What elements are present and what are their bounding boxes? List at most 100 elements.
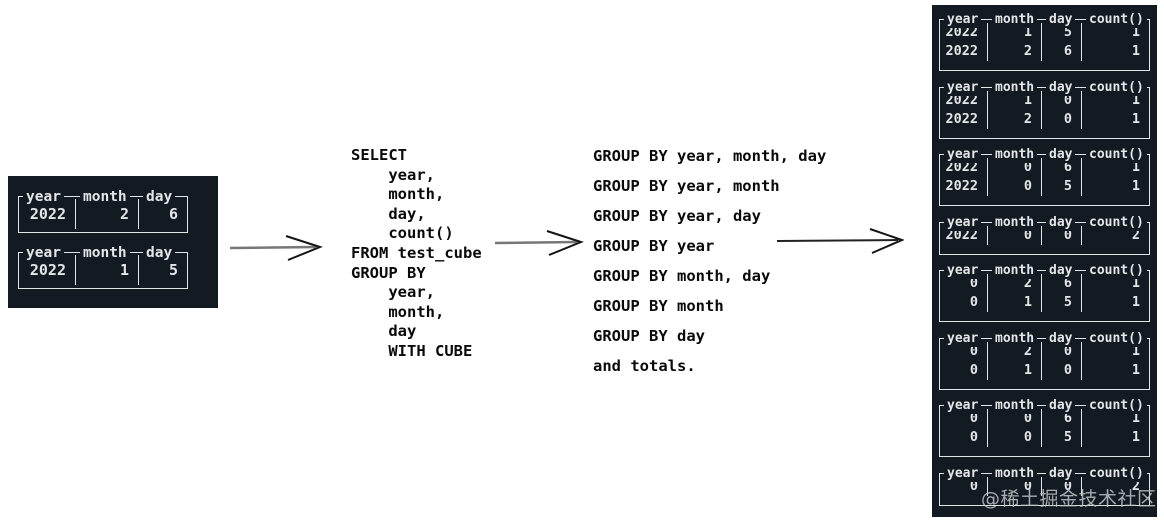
table-cell: 6 [1042,409,1082,429]
table-cell: 6 [1042,274,1082,294]
column-header: day [1046,263,1076,280]
watermark: @稀土掘金技术社区 [981,488,1157,510]
table-cell: 2022 [940,225,988,245]
table-cell: 2 [988,42,1042,61]
column-header: year [944,214,982,231]
column-header: day [143,189,176,205]
table-cell: 2 [988,109,1042,129]
table-cell: 0 [940,274,988,294]
groupby-line: GROUP BY year, month [593,177,780,195]
table-cell: 1 [1131,275,1140,292]
table-cell: 1 [988,23,1042,42]
arrow-right-icon [494,230,584,256]
table-cell: 0 [1042,341,1082,361]
column-header: month [992,12,1038,28]
table-cell: 1 [1131,410,1140,427]
column-header: month [992,147,1038,164]
table-cell: 0 [988,409,1042,429]
column-header: day [1046,79,1076,96]
table-cell: 2022 [940,109,988,129]
table-cell: 0 [940,476,988,496]
column-header: count() [1086,330,1147,347]
table-cell: 2 [1131,226,1140,243]
table-cell: 1 [1131,43,1140,59]
table-header-row: year month day count() [940,12,1149,28]
groupby-line: GROUP BY month [593,297,724,315]
table-cell: 2022 [940,158,988,178]
table-cell: 2022 [940,90,988,110]
table-cell: 1 [1131,342,1140,359]
table-header-row: year month day count() [940,398,1149,415]
column-header: month [992,79,1038,96]
table-cell: 0 [988,158,1042,178]
column-header: count() [1086,79,1147,96]
arrow-right-icon [229,235,323,261]
column-header: count() [1086,147,1147,164]
table-cell: 6 [1042,158,1082,178]
column-header: year [944,398,982,415]
table-cell: 6 [1042,42,1082,61]
table-cell: 2022 [19,199,76,229]
column-header: day [1046,12,1076,28]
column-header: day [1046,214,1076,231]
table-cell: 5 [168,261,178,279]
table-cell: 2022 [19,255,76,285]
table-cell: 0 [940,341,988,361]
column-header: day [1046,465,1076,482]
groupby-line: GROUP BY day [593,327,705,345]
table-cell: 1 [988,293,1042,313]
table-cell: 2 [1131,477,1140,494]
table-cell: 5 [1042,177,1082,197]
column-header: count() [1086,263,1147,280]
column-header: year [944,79,982,96]
table-cell: 5 [1042,23,1082,42]
groupby-line: GROUP BY year, month, day [593,147,827,165]
table-cell: 0 [988,428,1042,448]
column-header: month [992,263,1038,280]
column-header: year [944,330,982,347]
column-header: month [992,214,1038,231]
table-cell: 1 [1131,24,1140,40]
table-cell: 0 [1042,360,1082,380]
table-cell: 2022 [940,177,988,197]
column-header: month [80,245,130,261]
table-cell: 5 [1042,293,1082,313]
column-header: day [1046,147,1076,164]
column-header: day [1046,398,1076,415]
column-header: count() [1086,12,1147,28]
column-header: month [992,398,1038,415]
column-header: year [944,12,982,28]
sql-query-code: SELECT year, month, day, count() FROM te… [351,146,482,360]
table-cell: 2022 [940,42,988,61]
table-cell: 2 [76,199,139,229]
column-header: count() [1086,398,1147,415]
groupby-line: GROUP BY year, day [593,207,761,225]
column-header: count() [1086,214,1147,231]
table-cell: 2022 [940,23,988,42]
